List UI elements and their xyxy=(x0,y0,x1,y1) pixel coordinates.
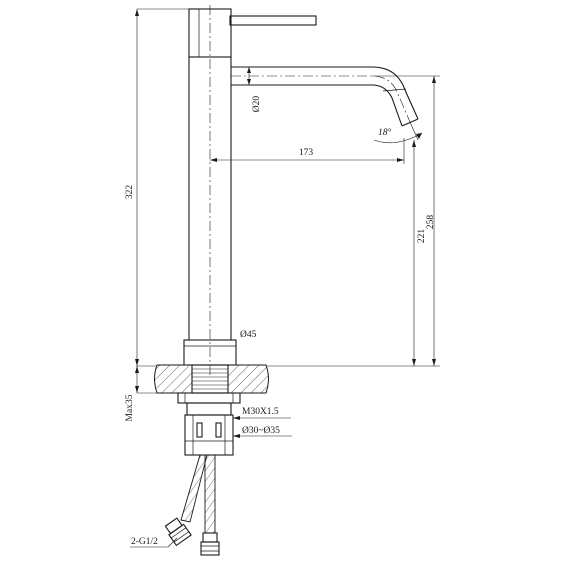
dimension-max-thickness: Max35 xyxy=(125,366,157,421)
hose-straight xyxy=(204,454,216,534)
dimension-spout-reach: 173 xyxy=(210,138,405,164)
dimension-outlet-height: 221 xyxy=(412,140,427,366)
hose-bent xyxy=(180,454,208,523)
threaded-shank xyxy=(192,368,228,390)
spout-centerline xyxy=(231,75,411,123)
dimension-spout-diameter: Ø20 xyxy=(247,67,262,112)
dimension-hose-connection: 2-G1/2 xyxy=(130,537,178,548)
max-thickness-label: Max35 xyxy=(125,394,135,421)
spout-inner xyxy=(231,84,403,127)
handle-lever xyxy=(229,15,317,26)
spout-angle-label: 18° xyxy=(378,127,392,138)
spout-reach-label: 173 xyxy=(299,148,314,158)
supply-hoses xyxy=(164,454,220,556)
hose-bent-fitting xyxy=(164,517,192,547)
countertop-left xyxy=(154,364,193,394)
mounting-shank xyxy=(186,402,232,416)
dimension-spout-height: 258 xyxy=(266,75,440,367)
base-diameter-label: Ø45 xyxy=(240,330,257,340)
dimension-total-height: 322 xyxy=(125,8,189,367)
dimension-base-diameter: Ø45 xyxy=(240,330,257,340)
dimension-spout-angle: 18° xyxy=(373,121,423,144)
lock-washer xyxy=(177,392,241,404)
total-height-label: 322 xyxy=(125,185,135,200)
dimension-hole-range: Ø30~Ø35 xyxy=(233,426,292,438)
countertop-section xyxy=(154,364,269,394)
spout-outer xyxy=(231,66,419,120)
faucet-body xyxy=(183,5,419,378)
hose-connection-label: 2-G1/2 xyxy=(131,537,158,547)
outlet-height-label: 221 xyxy=(417,229,427,244)
dimension-thread: M30X1.5 xyxy=(233,407,291,420)
spout-diameter-label: Ø20 xyxy=(252,96,262,113)
hose-straight-fitting xyxy=(202,532,218,543)
spout-height-label: 258 xyxy=(426,215,436,230)
mounting-hardware xyxy=(177,392,241,456)
thread-label: M30X1.5 xyxy=(242,407,279,417)
hole-range-label: Ø30~Ø35 xyxy=(242,426,280,436)
mounting-nut xyxy=(184,414,234,456)
countertop-right xyxy=(227,364,269,394)
